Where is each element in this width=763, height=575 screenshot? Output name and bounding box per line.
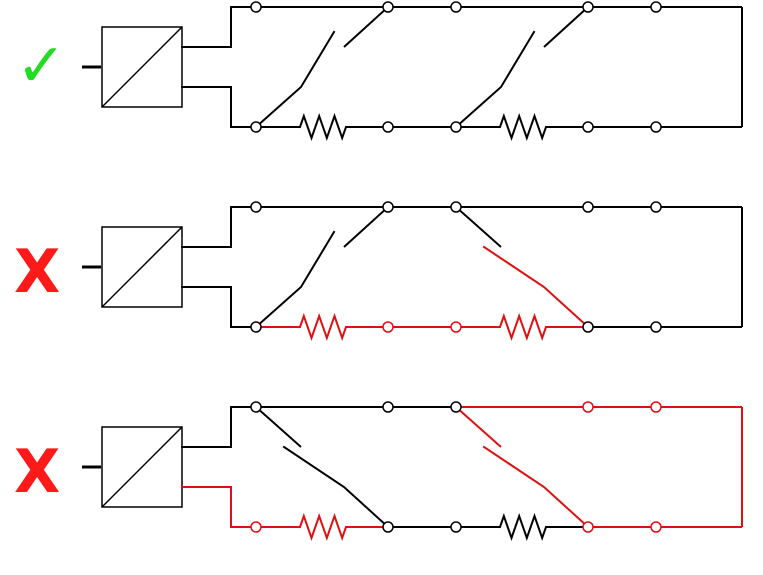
- circuit-row-1: [82, 1, 743, 142]
- switch-blade-closed: [454, 30, 536, 129]
- switch-blade-open: [482, 245, 590, 329]
- terminal-node: [382, 121, 394, 133]
- terminal-node: [250, 401, 262, 413]
- terminal-node: [450, 121, 462, 133]
- resistor-2: [498, 312, 548, 342]
- terminal-node: [650, 1, 662, 13]
- terminal-node: [650, 401, 662, 413]
- switch-contact: [343, 206, 389, 248]
- terminal-node: [650, 201, 662, 213]
- converter-box: [101, 226, 183, 308]
- output-wire-top: [181, 6, 232, 48]
- switch-blade-closed: [254, 30, 336, 129]
- terminal-node: [382, 1, 394, 13]
- x-mark-icon: X: [14, 437, 61, 507]
- terminal-node: [250, 521, 262, 533]
- terminal-node: [582, 121, 594, 133]
- switch-blade-open: [482, 445, 590, 529]
- switch-blade-closed: [254, 230, 336, 329]
- resistor-2: [498, 112, 548, 142]
- resistor-1: [298, 312, 348, 342]
- switch-blade-open: [282, 445, 390, 529]
- terminal-node: [582, 201, 594, 213]
- terminal-node: [450, 1, 462, 13]
- converter-diagonal: [101, 226, 183, 308]
- terminal-node: [650, 121, 662, 133]
- output-wire-bottom: [181, 86, 232, 128]
- terminal-node: [250, 121, 262, 133]
- output-wire-bottom: [181, 486, 232, 528]
- x-mark-icon: X: [14, 237, 61, 307]
- terminal-node: [582, 401, 594, 413]
- converter-box: [101, 426, 183, 508]
- output-wire-top: [181, 406, 232, 448]
- switch-contact: [455, 206, 502, 248]
- circuit-row-2: [82, 201, 743, 342]
- output-wire-bottom: [181, 286, 232, 328]
- terminal-node: [382, 401, 394, 413]
- resistor-1: [298, 112, 348, 142]
- switch-contact: [343, 6, 389, 48]
- terminal-node: [382, 521, 394, 533]
- resistor-1: [298, 512, 348, 542]
- terminal-node: [582, 1, 594, 13]
- terminal-node: [582, 521, 594, 533]
- terminal-node: [450, 401, 462, 413]
- terminal-node: [450, 521, 462, 533]
- converter-diagonal: [101, 426, 183, 508]
- output-wire-top: [181, 206, 232, 248]
- terminal-node: [382, 321, 394, 333]
- resistor-2: [498, 512, 548, 542]
- terminal-node: [450, 321, 462, 333]
- check-mark-icon: ✓: [16, 31, 67, 101]
- terminal-node: [250, 1, 262, 13]
- converter-box: [101, 26, 183, 108]
- switch-contact: [543, 6, 589, 48]
- terminal-node: [250, 201, 262, 213]
- terminal-node: [450, 201, 462, 213]
- terminal-node: [650, 521, 662, 533]
- terminal-node: [382, 201, 394, 213]
- terminal-node: [582, 321, 594, 333]
- terminal-node: [650, 321, 662, 333]
- terminal-node: [250, 321, 262, 333]
- switch-contact: [255, 406, 302, 448]
- circuit-row-3: [82, 401, 743, 542]
- switch-contact: [455, 406, 502, 448]
- converter-diagonal: [101, 26, 183, 108]
